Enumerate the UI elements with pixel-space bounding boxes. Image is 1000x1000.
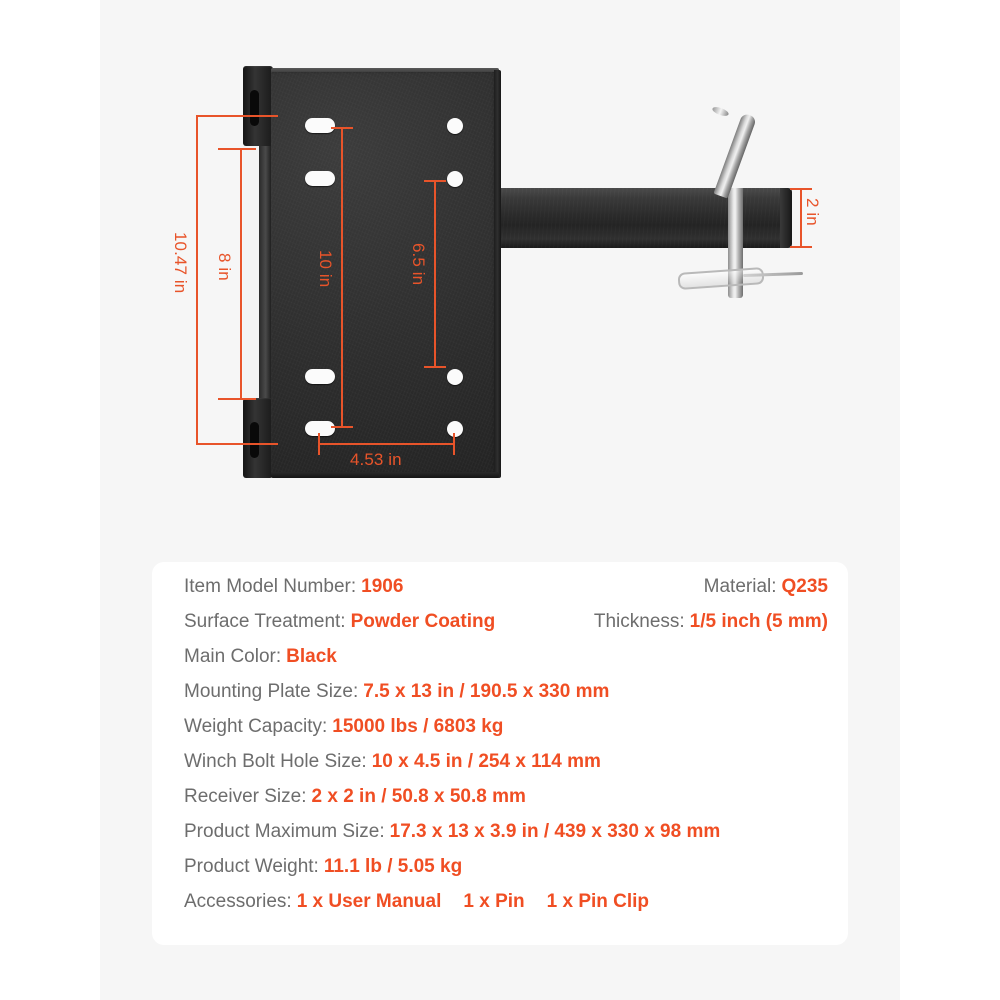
- spec-value-product-maximum-size: 17.3 x 13 x 3.9 in / 439 x 330 x 98 mm: [389, 821, 721, 842]
- dimension-label-overall-height: 10.47 in: [171, 232, 190, 294]
- round-hole-2: [447, 171, 463, 187]
- hitch-pin-cap: [711, 105, 730, 118]
- round-hole-1: [447, 118, 463, 134]
- slot-hole-4: [305, 421, 335, 436]
- spec-value-accessory-1: 1 x User Manual: [296, 891, 442, 912]
- spec-row-product-maximum-size: Product Maximum Size: 17.3 x 13 x 3.9 in…: [184, 821, 830, 856]
- spec-value-receiver-size: 2 x 2 in / 50.8 x 50.8 mm: [311, 786, 526, 807]
- spec-label-product-maximum-size: Product Maximum Size:: [184, 821, 385, 842]
- spec-row-main-color: Main Color: Black: [184, 646, 830, 681]
- slot-hole-2: [305, 171, 335, 186]
- spec-label-product-weight: Product Weight:: [184, 856, 319, 877]
- product-diagram: 10.47 in 8 in 10 in 6.5 in 4: [100, 0, 900, 545]
- spec-row-mounting-plate-size: Mounting Plate Size: 7.5 x 13 in / 190.5…: [184, 681, 830, 716]
- spec-label-material: Material:: [703, 576, 777, 597]
- plate-bottom-edge: [271, 472, 499, 478]
- receiver-tube-end: [780, 188, 792, 248]
- spec-group-material: Material: Q235: [704, 576, 830, 598]
- round-hole-3: [447, 369, 463, 385]
- flange-slot-bottom: [250, 422, 259, 458]
- spec-value-material: Q235: [781, 576, 828, 597]
- spec-row-weight-capacity: Weight Capacity: 15000 lbs / 6803 kg: [184, 716, 830, 751]
- spec-value-mounting-plate-size: 7.5 x 13 in / 190.5 x 330 mm: [363, 681, 610, 702]
- specification-card: Item Model Number: 1906 Material: Q235 S…: [152, 562, 848, 945]
- spec-value-product-weight: 11.1 lb / 5.05 kg: [323, 856, 463, 877]
- slot-hole-3: [305, 369, 335, 384]
- spec-row-product-weight: Product Weight: 11.1 lb / 5.05 kg: [184, 856, 830, 891]
- spec-row-winch-bolt-hole-size: Winch Bolt Hole Size: 10 x 4.5 in / 254 …: [184, 751, 830, 786]
- spec-label-winch-bolt-hole-size: Winch Bolt Hole Size:: [184, 751, 367, 772]
- spec-label-accessories: Accessories:: [184, 891, 292, 912]
- spec-label-receiver-size: Receiver Size:: [184, 786, 307, 807]
- spec-value-winch-bolt-hole-size: 10 x 4.5 in / 254 x 114 mm: [371, 751, 601, 772]
- dimension-label-plate-height: 10 in: [316, 250, 335, 288]
- spec-label-main-color: Main Color:: [184, 646, 282, 667]
- spec-label-thickness: Thickness:: [593, 611, 685, 632]
- plate-right-edge: [494, 70, 501, 478]
- mounting-plate-face: [271, 72, 499, 476]
- spec-row-accessories: Accessories: 1 x User Manual 1 x Pin 1 x…: [184, 891, 830, 926]
- spec-value-main-color: Black: [286, 646, 337, 667]
- spec-row-surface-thickness: Surface Treatment: Powder Coating Thickn…: [184, 611, 830, 646]
- spec-value-thickness: 1/5 inch (5 mm): [689, 611, 828, 632]
- flange-recess-inner: [259, 146, 271, 398]
- spec-label-weight-capacity: Weight Capacity:: [184, 716, 328, 737]
- spec-value-surface-treatment: Powder Coating: [350, 611, 496, 632]
- pin-clip-loop: [677, 267, 765, 290]
- dimension-label-flange-height: 8 in: [215, 253, 234, 281]
- spec-value-accessory-3: 1 x Pin Clip: [546, 891, 650, 912]
- hitch-pin-head: [713, 112, 757, 199]
- slot-hole-1: [305, 118, 335, 133]
- spec-value-weight-capacity: 15000 lbs / 6803 kg: [332, 716, 504, 737]
- pin-clip-tail: [742, 271, 804, 278]
- spec-value-model: 1906: [361, 576, 404, 597]
- spec-row-model-material: Item Model Number: 1906 Material: Q235: [184, 576, 830, 611]
- dimension-label-hole-spacing: 6.5 in: [409, 243, 428, 286]
- dimension-label-receiver-height: 2 in: [803, 198, 822, 226]
- spec-label-model: Item Model Number:: [184, 576, 357, 597]
- round-hole-4: [447, 421, 463, 437]
- spec-label-surface-treatment: Surface Treatment:: [184, 611, 346, 632]
- dimension-label-hole-width: 4.53 in: [350, 450, 402, 469]
- spec-group-thickness: Thickness: 1/5 inch (5 mm): [594, 611, 830, 633]
- plate-top-edge: [271, 68, 499, 74]
- spec-label-mounting-plate-size: Mounting Plate Size:: [184, 681, 359, 702]
- spec-row-receiver-size: Receiver Size: 2 x 2 in / 50.8 x 50.8 mm: [184, 786, 830, 821]
- specification-list: Item Model Number: 1906 Material: Q235 S…: [184, 576, 830, 926]
- spec-value-accessory-2: 1 x Pin: [463, 891, 525, 912]
- flange-slot-top: [250, 90, 259, 126]
